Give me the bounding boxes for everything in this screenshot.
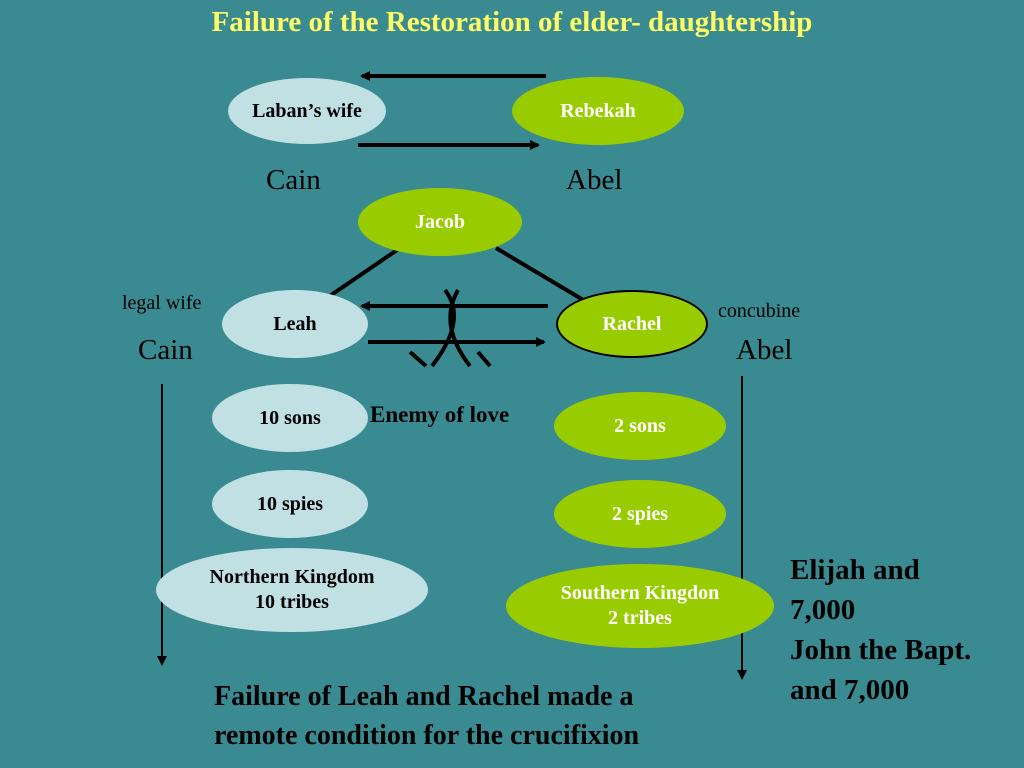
sword-right-guard [476,350,492,368]
node-leah: Leah [222,290,368,358]
note-elijah: Elijah and 7,000 John the Bapt. and 7,00… [790,554,972,707]
label-cain-top: Cain [266,164,321,196]
label-legal-wife: legal wife [122,292,202,314]
node-rachel: Rachel [556,290,708,358]
label-enemy-of-love: Enemy of love [370,402,510,427]
node-jacob: Jacob [358,188,522,256]
node-2-sons: 2 sons [554,392,726,460]
label-concubine: concubine [718,300,801,322]
node-labans-wife: Laban’s wife [228,78,386,144]
node-10-spies: 10 spies [212,470,368,538]
label-abel-right: Abel [736,334,793,366]
sword-left [430,288,456,368]
node-10-sons: 10 sons [212,384,368,452]
page-title: Failure of the Restoration of elder- dau… [211,6,813,38]
node-2-spies: 2 spies [554,480,726,548]
sword-left-guard [408,350,428,368]
sword-right [448,289,472,368]
label-cain-left: Cain [138,334,193,366]
label-abel-top: Abel [566,164,623,196]
line-jacob-rachel [494,246,592,306]
note-failure: Failure of Leah and Rachel made a remote… [214,681,640,751]
node-rebekah: Rebekah [512,77,684,145]
